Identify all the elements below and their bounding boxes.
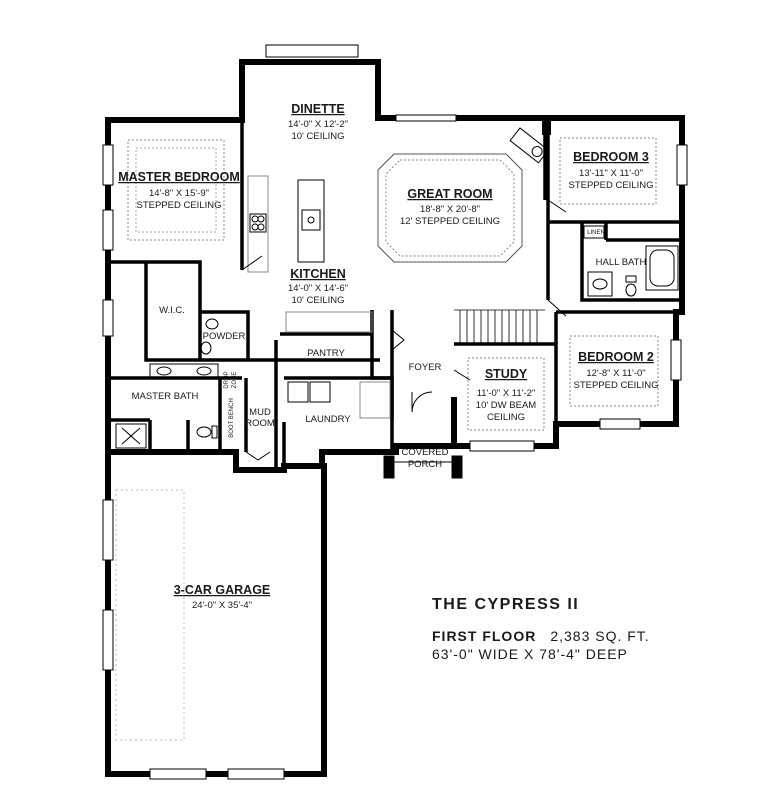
dinette-size: 14'-0" X 12'-2" <box>288 119 348 130</box>
drop-zone-line1: DROP <box>224 371 230 388</box>
garage-name: 3-CAR GARAGE <box>174 583 271 597</box>
drop-zone-label: DROP ZONE <box>224 371 238 388</box>
study-note-2: CEILING <box>487 412 525 423</box>
laundry-label: LAUNDRY <box>305 414 351 425</box>
bedroom3-note: STEPPED CEILING <box>569 180 654 191</box>
mud-room-line1: MUD <box>249 407 271 418</box>
fixtures <box>115 127 679 741</box>
garage-size: 24'-0" X 35'-4" <box>192 600 252 611</box>
plan-title: THE CYPRESS II <box>432 596 580 613</box>
room-bedroom-3: BEDROOM 3 13'-11" X 11'-0" STEPPED CEILI… <box>569 150 654 191</box>
dinette-name: DINETTE <box>291 102 344 116</box>
drop-zone-line2: ZONE <box>232 372 238 389</box>
mud-room-label: MUD ROOM <box>245 407 275 429</box>
pantry-label: PANTRY <box>307 348 345 359</box>
kitchen-note: 10' CEILING <box>291 295 344 306</box>
room-great-room: GREAT ROOM 18'-8" X 20'-8" 12' STEPPED C… <box>400 187 500 227</box>
windows <box>102 44 688 780</box>
bedroom2-name: BEDROOM 2 <box>578 350 654 364</box>
hall-bath-label: HALL BATH <box>596 257 647 268</box>
dinette-note: 10' CEILING <box>291 131 344 142</box>
room-study: STUDY 11'-0" X 11'-2" 10' DW BEAM CEILIN… <box>476 367 536 423</box>
room-bedroom-2: BEDROOM 2 12'-8" X 11'-0" STEPPED CEILIN… <box>574 350 659 391</box>
interior-walls <box>108 120 682 470</box>
covered-porch-line2: PORCH <box>408 459 442 470</box>
room-garage: 3-CAR GARAGE 24'-0" X 35'-4" <box>174 583 271 611</box>
floor-label: FIRST FLOOR <box>432 628 537 644</box>
covered-porch-label: COVERED PORCH <box>402 447 449 470</box>
wic-label: W.I.C. <box>159 305 185 316</box>
master-bedroom-name: MASTER BEDROOM <box>118 170 240 184</box>
plan-dimensions: 63'-0" WIDE X 78'-4" DEEP <box>432 646 628 662</box>
bedroom2-size: 12'-8" X 11'-0" <box>586 368 645 379</box>
kitchen-size: 14'-0" X 14'-6" <box>288 283 348 294</box>
master-bedroom-size: 14'-8" X 15'-9" <box>149 188 209 199</box>
room-master-bedroom: MASTER BEDROOM 14'-8" X 15'-9" STEPPED C… <box>118 170 240 211</box>
plan-area: 2,383 SQ. FT. <box>550 628 650 644</box>
mud-room-line2: ROOM <box>245 418 275 429</box>
study-name: STUDY <box>485 367 528 381</box>
kitchen-name: KITCHEN <box>290 267 346 281</box>
room-dinette: DINETTE 14'-0" X 12'-2" 10' CEILING <box>288 102 348 142</box>
bedroom3-name: BEDROOM 3 <box>573 150 649 164</box>
boot-bench-label: BOOT BENCH <box>229 398 235 438</box>
great-room-size: 18'-8" X 20'-8" <box>420 204 480 215</box>
master-bedroom-note: STEPPED CEILING <box>137 200 222 211</box>
bedroom2-note: STEPPED CEILING <box>574 380 659 391</box>
study-size: 11'-0" X 11'-2" <box>477 388 536 399</box>
master-bath-label: MASTER BATH <box>132 391 199 402</box>
study-note-1: 10' DW BEAM <box>476 400 536 411</box>
room-kitchen: KITCHEN 14'-0" X 14'-6" 10' CEILING <box>288 267 348 306</box>
bedroom3-size: 13'-11" X 11'-0" <box>579 168 643 179</box>
great-room-name: GREAT ROOM <box>407 187 492 201</box>
linen-label: LINEN <box>587 230 605 236</box>
covered-porch-line1: COVERED <box>402 447 449 458</box>
great-room-note: 12' STEPPED CEILING <box>400 216 500 227</box>
powder-label: POWDER <box>203 331 246 342</box>
foyer-label: FOYER <box>409 362 442 373</box>
plan-area-line: FIRST FLOOR 2,383 SQ. FT. <box>432 628 650 644</box>
